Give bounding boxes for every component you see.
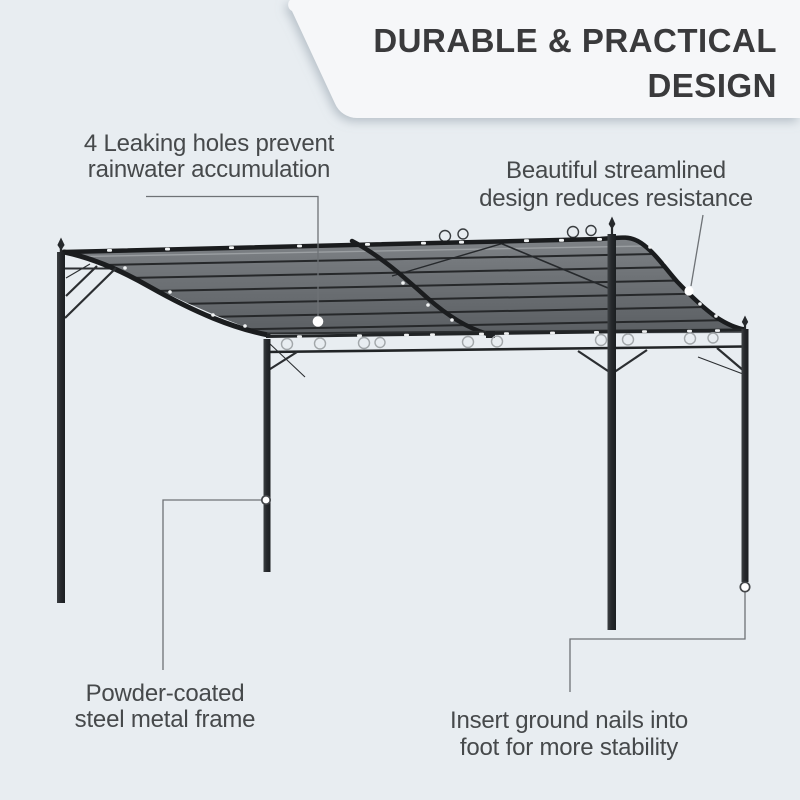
- callout-graphics: [146, 195, 746, 692]
- fabric-clips: [107, 238, 718, 328]
- marker-dot-leaking-holes: [312, 316, 324, 327]
- callout-line-ground-nails: [569, 592, 746, 692]
- callout-line-streamlined: [690, 214, 704, 287]
- annotation-steel-frame: Powder-coated steel metal frame: [74, 680, 256, 733]
- canopy-swoop-edge-left: [61, 249, 271, 338]
- callout-line-frame: [162, 499, 261, 670]
- post-back-right: [741, 315, 749, 582]
- canopy: [61, 235, 746, 338]
- front-rail-clips: [297, 329, 720, 338]
- annotation-streamlined-design: Beautiful streamlined design reduces res…: [479, 157, 753, 212]
- annotation-ground-nails: Insert ground nails into foot for more s…: [449, 707, 688, 761]
- annotation-leaking-holes: 4 Leaking holes prevent rainwater accumu…: [83, 130, 335, 183]
- canopy-top-edge: [63, 235, 746, 332]
- front-rail-scroll-ornaments: [280, 332, 719, 351]
- frame-posts: [57, 216, 749, 630]
- post-back-left: [57, 237, 65, 603]
- post-front-right: [607, 216, 616, 630]
- marker-dot-streamlined: [684, 286, 694, 296]
- canopy-swoop-edge-middle: [349, 238, 489, 336]
- header-band: [288, 0, 800, 118]
- post-front-left: [263, 339, 271, 572]
- callout-line-leaking-holes: [146, 195, 319, 316]
- callout-markers: [260, 286, 751, 593]
- marker-ring-frame: [260, 494, 272, 506]
- page-title: DURABLE & PRACTICAL DESIGN: [373, 22, 777, 104]
- marker-ring-ground-nails: [739, 581, 751, 593]
- corner-braces: [64, 263, 745, 378]
